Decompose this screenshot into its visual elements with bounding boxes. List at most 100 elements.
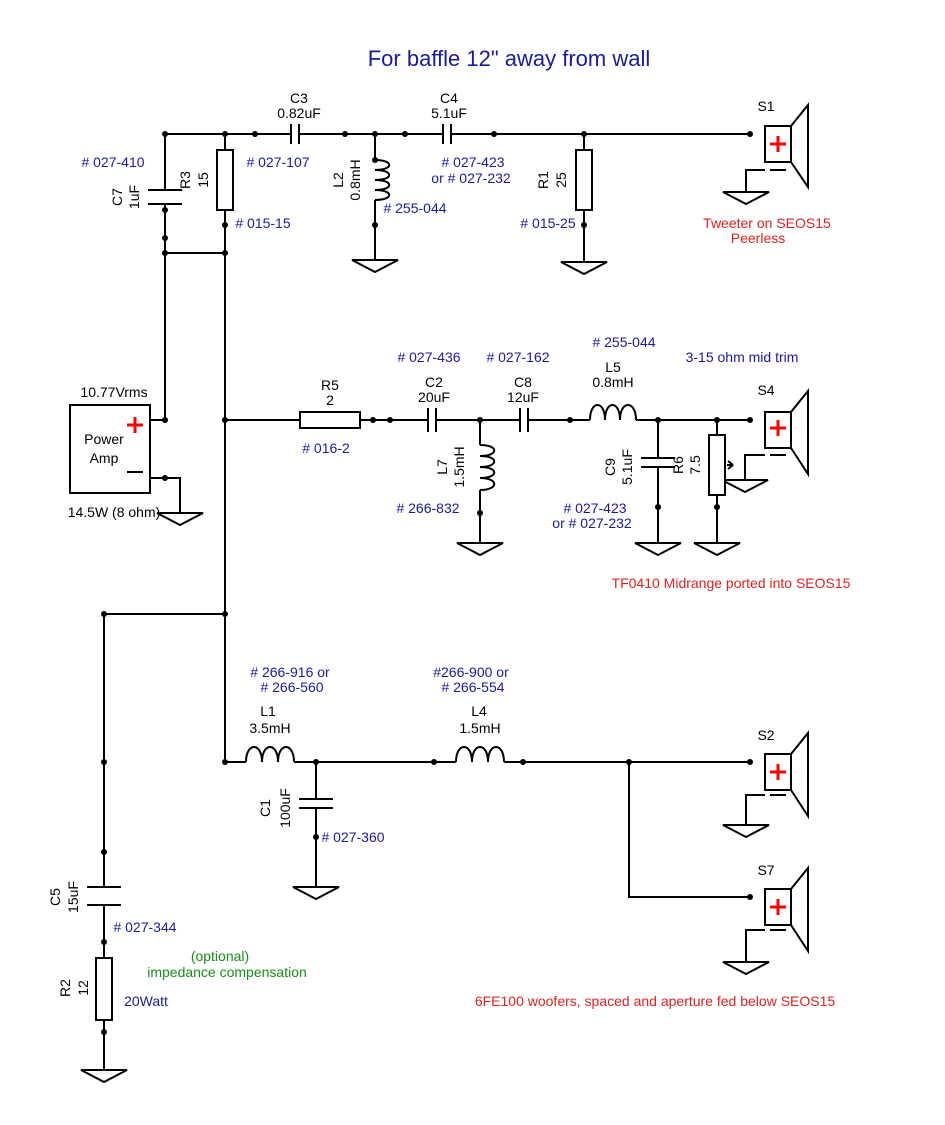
r2-value: 12 [75,980,91,996]
r5-ref: R5 [321,377,339,393]
power-amp [69,404,151,494]
l1-part-1: # 266-916 or [250,664,330,680]
l4-ref: L4 [471,703,487,719]
l7-part: # 266-832 [396,500,459,516]
inductor-l7 [479,444,496,491]
woofers-note: 6FE100 woofers, spaced and aperture fed … [475,993,836,1009]
capacitor-c8 [519,408,529,432]
capacitor-c5 [87,886,121,906]
midrange-note: TF0410 Midrange ported into SEOS15 [612,575,851,591]
c8-part: # 027-162 [486,349,549,365]
labels-amp: 10.77Vrms Power Amp 14.5W (8 ohm) [68,384,161,520]
l4-part-1: #266-900 or [433,664,509,680]
optional-note-2: impedance compensation [147,964,307,980]
resistor-r5 [299,411,361,429]
r1-value: 25 [553,172,569,188]
capacitor-c2 [427,408,437,432]
c9-ref: C9 [602,458,618,476]
tweeter-note-2: Peerless [731,230,785,246]
c7-value: 1uF [126,185,142,209]
tweeter-note-1: Tweeter on SEOS15 [703,215,831,231]
c2-ref: C2 [425,374,443,390]
labels-mid-branch: R5 2 # 016-2 # 027-436 C2 20uF # 027-162… [302,334,850,591]
r2-power: 20Watt [124,993,168,1009]
c5-ref: C5 [47,888,63,906]
junction-dots [101,131,753,1035]
r6-wiper [727,460,734,470]
c5-part: # 027-344 [113,919,176,935]
c3-part: # 027-107 [246,154,309,170]
ground-s1 [722,191,770,206]
l7-value: 1.5mH [451,446,467,487]
inductor-l4 [455,746,505,763]
ground-r1 [560,261,608,276]
c9-part-2: or # 027-232 [552,515,632,531]
r3-ref: R3 [177,171,193,189]
capacitor-c7 [148,189,182,205]
l2-value: 0.8mH [347,159,363,200]
r1-ref: R1 [535,171,551,189]
resistor-r6 [708,434,726,496]
l1-ref: L1 [260,703,276,719]
ground-c9 [634,542,682,557]
l5-value: 0.8mH [592,374,633,390]
c4-ref: C4 [440,90,458,106]
l5-ref: L5 [605,359,621,375]
s2-ref: S2 [757,727,774,743]
ground-s2 [722,824,770,839]
l4-part-2: # 266-554 [441,679,504,695]
c1-part: # 027-360 [321,829,384,845]
l4-value: 1.5mH [459,720,500,736]
mid-trim-note: 3-15 ohm mid trim [686,349,799,365]
c4-part-2: or # 027-232 [431,170,511,186]
amp-label-2: Amp [90,450,119,466]
c1-ref: C1 [257,799,273,817]
r2-ref: R2 [57,979,73,997]
diagram-title: For baffle 12" away from wall [368,46,651,71]
inductor-l5 [589,404,637,421]
c2-part: # 027-436 [397,349,460,365]
s7-ref: S7 [757,862,774,878]
inductor-l2 [374,159,391,201]
capacitor-c3 [290,124,300,144]
speaker-s7 [764,865,809,955]
resistor-r1 [575,149,593,211]
c3-ref: C3 [290,90,308,106]
amp-label-1: Power [84,431,124,447]
r5-value: 2 [326,392,334,408]
ground-s7 [722,961,770,976]
ground-c1 [292,886,340,901]
c7-ref: C7 [109,188,125,206]
c8-ref: C8 [514,374,532,390]
ground-amp [156,512,204,527]
wires [103,133,765,1070]
s4-ref: S4 [757,382,774,398]
s1-ref: S1 [757,98,774,114]
r6-value: 7.5 [687,455,703,475]
r5-part: # 016-2 [302,440,350,456]
c4-part-1: # 027-423 [441,154,504,170]
speaker-s4 [764,388,809,478]
ground-r2 [80,1069,128,1084]
optional-note-1: (optional) [191,948,249,964]
capacitor-c9 [641,457,675,468]
l1-part-2: # 266-560 [260,679,323,695]
r3-value: 15 [195,172,211,188]
amp-power: 14.5W (8 ohm) [68,504,161,520]
capacitor-c1 [299,798,333,809]
ground-symbols [80,191,770,1084]
resistor-r2 [95,957,113,1021]
c9-part-1: # 027-423 [563,500,626,516]
l7-ref: L7 [434,459,450,475]
c1-value: 100uF [277,788,293,828]
ground-l7 [456,542,504,557]
labels-woofer-branch: # 266-916 or # 266-560 L1 3.5mH #266-900… [47,664,835,1009]
ground-s4 [721,479,769,494]
c4-value: 5.1uF [431,105,467,121]
labels-tweeter-branch: C3 0.82uF # 027-107 C4 5.1uF # 027-423 o… [81,90,831,246]
c5-value: 15uF [65,881,81,913]
speaker-s1 [764,102,809,191]
c3-value: 0.82uF [277,105,321,121]
c2-value: 20uF [418,389,450,405]
